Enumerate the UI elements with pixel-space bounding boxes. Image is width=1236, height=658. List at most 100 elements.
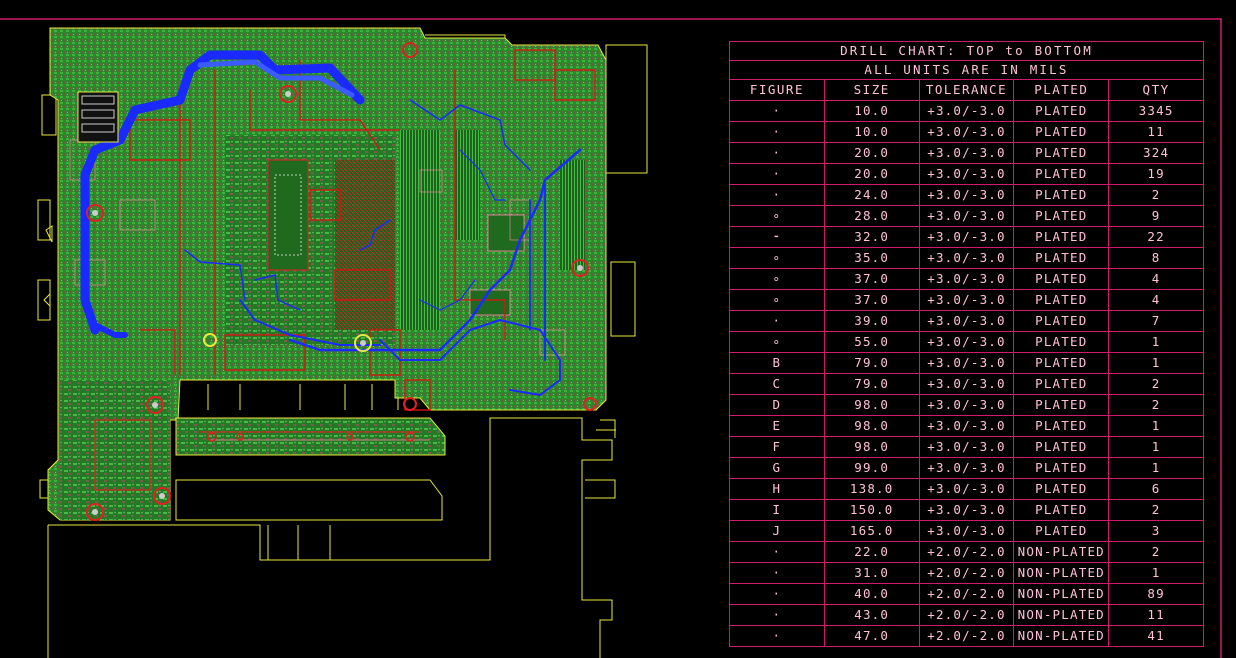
cell-plated: PLATED — [1013, 142, 1110, 164]
cell-tolerance: +2.0/-2.0 — [918, 541, 1015, 563]
cell-plated: PLATED — [1013, 289, 1110, 311]
cell-qty: 3 — [1108, 520, 1204, 542]
cell-figure: · — [729, 310, 825, 332]
cell-qty: 2 — [1108, 184, 1204, 206]
cell-plated: PLATED — [1013, 373, 1110, 395]
cell-tolerance: +3.0/-3.0 — [918, 163, 1015, 185]
cell-qty: 4 — [1108, 268, 1204, 290]
cell-plated: PLATED — [1013, 247, 1110, 269]
cell-figure: · — [729, 121, 825, 143]
cell-size: 150.0 — [823, 499, 920, 521]
cell-tolerance: +3.0/-3.0 — [918, 394, 1015, 416]
cell-qty: 2 — [1108, 373, 1204, 395]
cell-qty: 19 — [1108, 163, 1204, 185]
cell-tolerance: +3.0/-3.0 — [918, 373, 1015, 395]
cell-plated: NON-PLATED — [1013, 625, 1110, 647]
cell-qty: 2 — [1108, 394, 1204, 416]
cell-qty: 9 — [1108, 205, 1204, 227]
cell-size: 79.0 — [823, 352, 920, 374]
cell-plated: PLATED — [1013, 457, 1110, 479]
header-size: SIZE — [823, 79, 920, 101]
cell-plated: PLATED — [1013, 436, 1110, 458]
cell-qty: 4 — [1108, 289, 1204, 311]
cell-figure: F — [729, 436, 825, 458]
cell-plated: PLATED — [1013, 352, 1110, 374]
cell-figure: G — [729, 457, 825, 479]
cell-figure: · — [729, 184, 825, 206]
cell-figure: · — [729, 100, 825, 122]
cell-figure: D — [729, 394, 825, 416]
cell-size: 22.0 — [823, 541, 920, 563]
cell-qty: 11 — [1108, 121, 1204, 143]
connector-strip — [175, 417, 446, 456]
header-tolerance: TOLERANCE — [918, 79, 1015, 101]
cell-plated: PLATED — [1013, 478, 1110, 500]
mounting-holes — [86, 42, 597, 521]
cell-tolerance: +3.0/-3.0 — [918, 247, 1015, 269]
cell-figure: · — [729, 583, 825, 605]
cell-tolerance: +2.0/-2.0 — [918, 625, 1015, 647]
cell-tolerance: +3.0/-3.0 — [918, 520, 1015, 542]
cell-plated: NON-PLATED — [1013, 604, 1110, 626]
cell-tolerance: +3.0/-3.0 — [918, 121, 1015, 143]
cell-tolerance: +3.0/-3.0 — [918, 499, 1015, 521]
cell-qty: 22 — [1108, 226, 1204, 248]
cell-tolerance: +3.0/-3.0 — [918, 184, 1015, 206]
cell-plated: PLATED — [1013, 394, 1110, 416]
pcb-board — [47, 27, 607, 521]
cell-qty: 1 — [1108, 562, 1204, 584]
cell-plated: NON-PLATED — [1013, 562, 1110, 584]
cell-tolerance: +3.0/-3.0 — [918, 457, 1015, 479]
cell-size: 98.0 — [823, 436, 920, 458]
cell-size: 99.0 — [823, 457, 920, 479]
cell-figure: I — [729, 499, 825, 521]
cell-figure: ∘ — [729, 247, 825, 269]
cell-size: 28.0 — [823, 205, 920, 227]
cell-plated: PLATED — [1013, 100, 1110, 122]
cell-size: 32.0 — [823, 226, 920, 248]
cell-qty: 324 — [1108, 142, 1204, 164]
cell-plated: PLATED — [1013, 415, 1110, 437]
header-qty: QTY — [1108, 79, 1204, 101]
cell-qty: 2 — [1108, 499, 1204, 521]
cell-tolerance: +3.0/-3.0 — [918, 226, 1015, 248]
drill-chart-table: DRILL CHART: TOP to BOTTOM ALL UNITS ARE… — [729, 41, 1204, 647]
cell-figure: · — [729, 142, 825, 164]
cell-size: 24.0 — [823, 184, 920, 206]
cell-tolerance: +3.0/-3.0 — [918, 436, 1015, 458]
cell-figure: H — [729, 478, 825, 500]
cell-figure: ⁃ — [729, 226, 825, 248]
cell-figure: ∘ — [729, 205, 825, 227]
cell-size: 55.0 — [823, 331, 920, 353]
cell-size: 79.0 — [823, 373, 920, 395]
drill-chart-subtitle: ALL UNITS ARE IN MILS — [729, 60, 1204, 80]
cell-size: 20.0 — [823, 163, 920, 185]
cell-size: 165.0 — [823, 520, 920, 542]
cell-figure: · — [729, 163, 825, 185]
cell-qty: 11 — [1108, 604, 1204, 626]
edge-connector — [77, 91, 119, 143]
cell-tolerance: +3.0/-3.0 — [918, 268, 1015, 290]
cell-plated: PLATED — [1013, 268, 1110, 290]
cell-figure: · — [729, 562, 825, 584]
cell-tolerance: +2.0/-2.0 — [918, 562, 1015, 584]
cell-tolerance: +3.0/-3.0 — [918, 352, 1015, 374]
cell-plated: PLATED — [1013, 331, 1110, 353]
cell-figure: · — [729, 625, 825, 647]
cell-size: 43.0 — [823, 604, 920, 626]
cell-qty: 1 — [1108, 352, 1204, 374]
